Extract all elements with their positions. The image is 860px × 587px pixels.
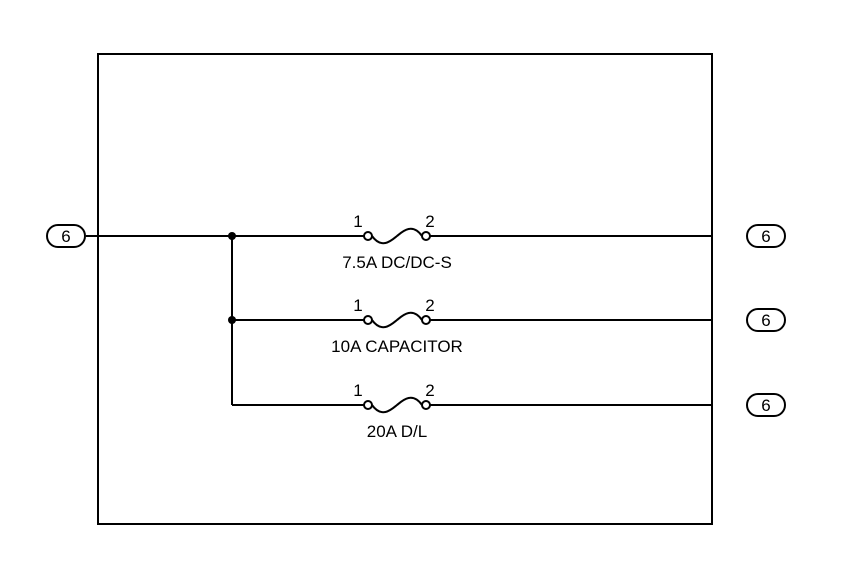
connector-output-3-oval [746,393,786,417]
fuse-1-terminal-left [363,231,373,241]
connector-output-3-label: 6 [761,396,770,415]
fuse-2-terminal-right [421,315,431,325]
fuse-1: 1 2 7.5A DC/DC-S [342,212,452,272]
fuse-1-pin-left: 1 [353,212,362,231]
connector-output-1-label: 6 [761,227,770,246]
connector-input: 6 [46,224,86,248]
fuse-box-frame [97,53,713,525]
fuse-2-label: 10A CAPACITOR [331,337,463,356]
fuse-2-pin-right: 2 [425,296,434,315]
fuse-1-pin-right: 2 [425,212,434,231]
fuse-2: 1 2 10A CAPACITOR [331,296,463,356]
fuse-3-pin-right: 2 [425,381,434,400]
fuse-1-terminal-right [421,231,431,241]
fuse-3-label: 20A D/L [367,422,428,441]
junction-node-1 [228,232,236,240]
fuse-3-terminal-right [421,400,431,410]
fuse-3-element [371,396,423,414]
connector-output-2-oval [746,308,786,332]
fuse-1-element [371,227,423,245]
connector-output-3: 6 [746,393,786,417]
fuse-3: 1 2 20A D/L [353,381,434,441]
connector-output-1: 6 [746,224,786,248]
junction-node-2 [228,316,236,324]
connector-output-2-label: 6 [761,311,770,330]
fuse-3-pin-left: 1 [353,381,362,400]
fuse-2-terminal-left [363,315,373,325]
fuse-1-label: 7.5A DC/DC-S [342,253,452,272]
connector-input-oval [46,224,86,248]
fuse-3-terminal-left [363,400,373,410]
fuse-2-pin-left: 1 [353,296,362,315]
connector-output-2: 6 [746,308,786,332]
connector-output-1-oval [746,224,786,248]
connector-input-label: 6 [61,227,70,246]
fuse-2-element [371,311,423,329]
